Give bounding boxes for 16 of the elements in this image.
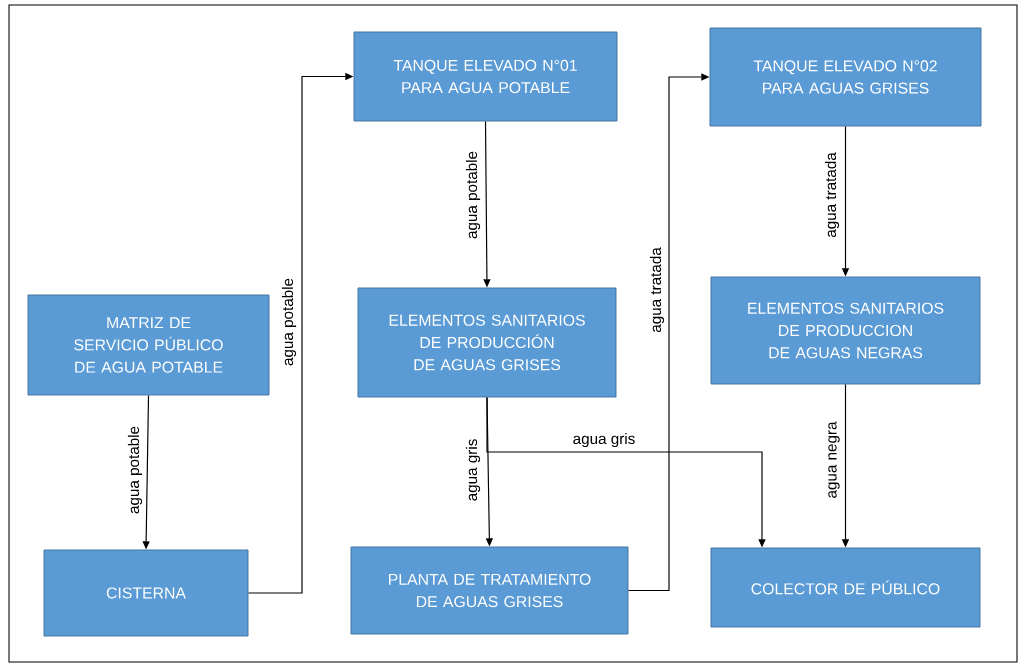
process-box: TANQUE ELEVADO N°02 PARA AGUAS GRISES xyxy=(709,27,982,127)
process-box: COLECTOR DE PÚBLICO xyxy=(710,547,981,628)
process-box: CISTERNA xyxy=(43,549,249,637)
edge-label: agua potable xyxy=(464,149,482,241)
process-box: ELEMENTOS SANITARIOS DE PRODUCCION DE AGUAS NEGRAS xyxy=(710,276,981,385)
edge-label: agua tratada xyxy=(648,246,666,334)
process-box: MATRIZ DE SERVICIO PÚBLICO DE AGUA POTABLE xyxy=(27,294,270,396)
process-box: ELEMENTOS SANITARIOS DE PRODUCCIÓN DE AGUAS GRISES xyxy=(357,287,617,398)
edge-label: agua tratada xyxy=(823,151,841,239)
edge-label: agua gris xyxy=(464,437,482,503)
edge-label: agua gris xyxy=(571,431,637,449)
edge-label: agua potable xyxy=(280,276,298,368)
edge-label: agua negra xyxy=(827,420,841,500)
process-box: TANQUE ELEVADO N°01 PARA AGUA POTABLE xyxy=(353,31,618,122)
edge-label: agua potable xyxy=(126,424,144,516)
process-box: PLANTA DE TRATAMIENTO DE AGUAS GRISES xyxy=(350,546,629,635)
